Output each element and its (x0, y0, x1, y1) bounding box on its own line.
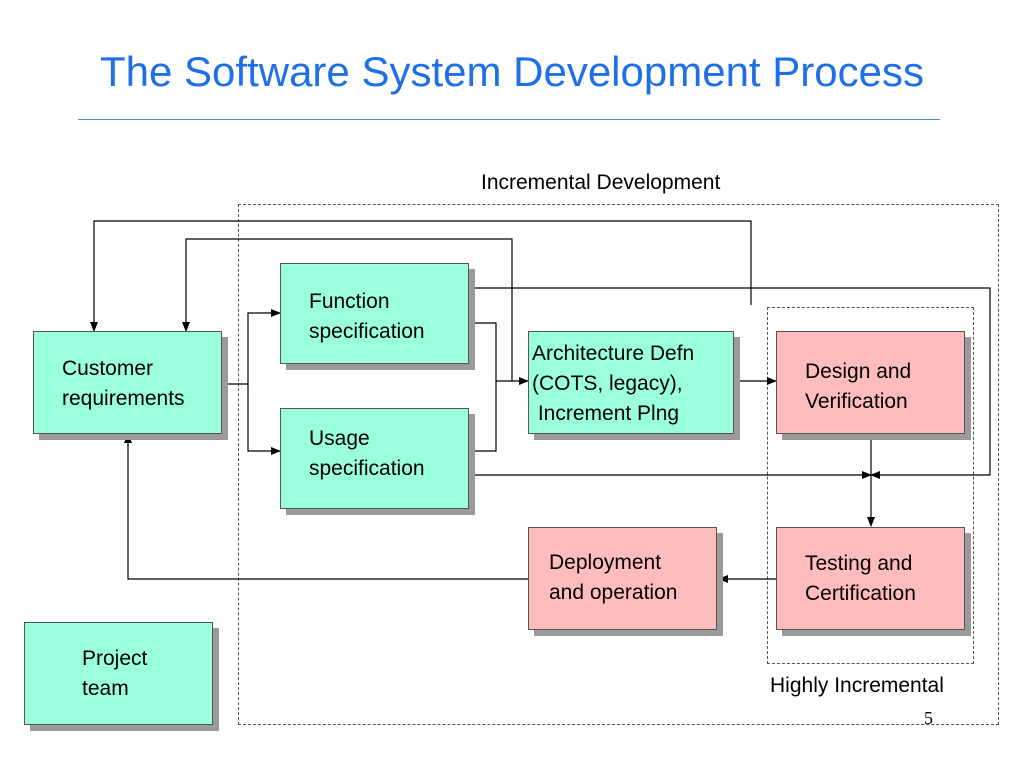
page-number: 5 (924, 708, 933, 728)
connector-function-to-architecture (469, 322, 529, 385)
function-specification-label: Function specification (309, 290, 425, 343)
slide-title: The Software System Development Process (99, 48, 924, 95)
customer-requirements-label: Customer requirements (62, 357, 185, 410)
connector-customer-to-usage (247, 384, 281, 455)
connector-customer-to-function (222, 309, 281, 385)
highly-incremental-region (767, 307, 974, 664)
connector-function-to-testing (469, 287, 991, 479)
incremental-development-region (238, 204, 999, 725)
connector-deployment-to-customer (124, 433, 528, 580)
usage-specification-box: Usage specification (280, 408, 469, 509)
highly-incremental-label: Highly Incremental (770, 674, 944, 697)
feedback-loop-outer (90, 220, 752, 332)
design-verification-box: Design and Verification (776, 331, 965, 434)
feedback-loop-inner (182, 238, 513, 381)
usage-specification-label: Usage specification (309, 427, 425, 480)
testing-certification-box: Testing and Certification (776, 527, 965, 630)
design-verification-label: Design and Verification (805, 360, 912, 413)
incremental-development-label: Incremental Development (481, 171, 721, 194)
customer-requirements-box: Customer requirements (33, 331, 222, 434)
architecture-box: Architecture Defn (COTS, legacy), Increm… (528, 331, 734, 434)
connector-usage-join (469, 381, 497, 452)
project-team-label: Project team (82, 647, 148, 700)
testing-certification-label: Testing and Certification (805, 552, 916, 605)
deployment-operation-box: Deployment and operation (528, 527, 717, 630)
architecture-label: Architecture Defn (COTS, legacy), Increm… (532, 342, 695, 425)
title-divider (78, 119, 940, 120)
project-team-box: Project team (24, 622, 213, 725)
function-specification-box: Function specification (280, 263, 469, 364)
deployment-operation-label: Deployment and operation (549, 551, 678, 604)
